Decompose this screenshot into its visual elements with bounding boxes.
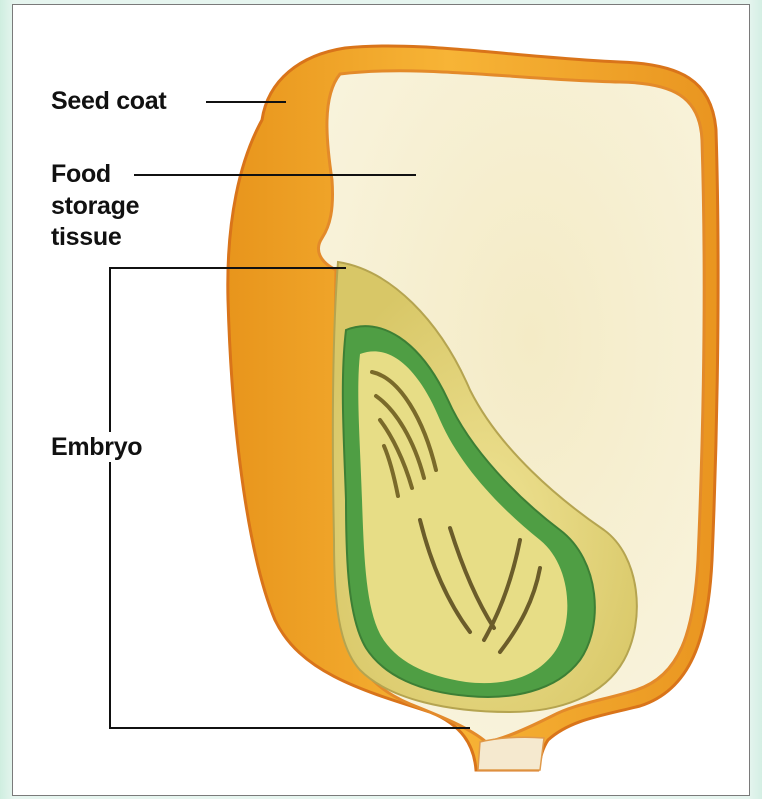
label-food-storage-line3: tissue — [51, 222, 121, 252]
label-food-storage-line2: storage — [51, 191, 139, 221]
seed-base-stalk — [478, 737, 544, 770]
label-seed-coat: Seed coat — [51, 86, 166, 116]
label-food-storage-line1: Food — [51, 159, 111, 189]
label-embryo: Embryo — [51, 432, 146, 462]
